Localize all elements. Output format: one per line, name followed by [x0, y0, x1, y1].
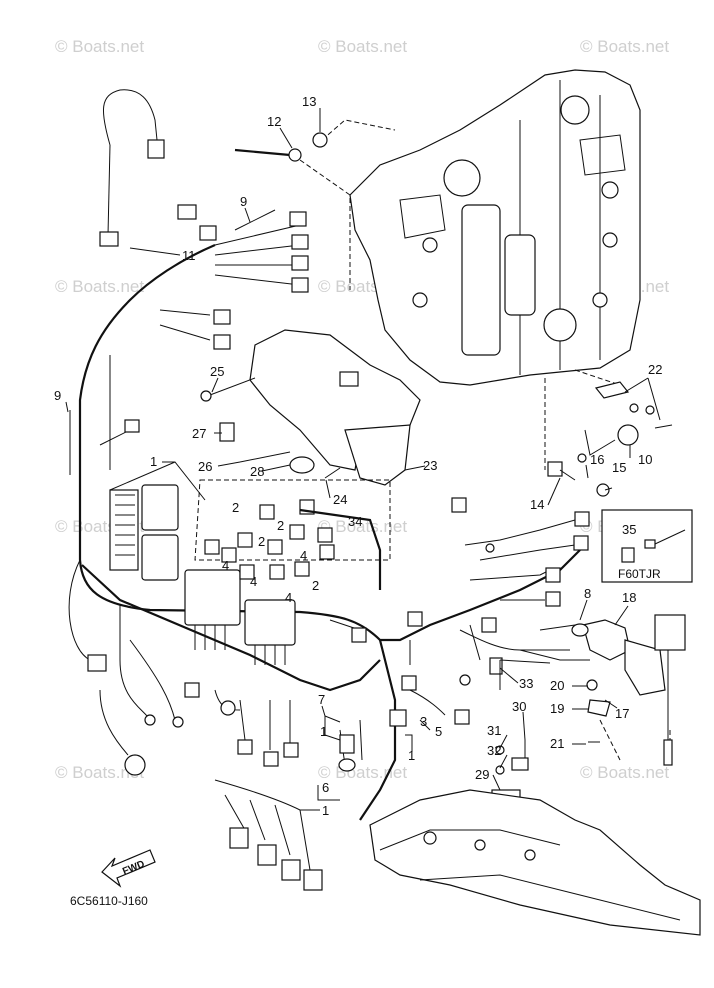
- engine-block: [349, 69, 641, 386]
- callout-32: 32: [487, 743, 501, 758]
- bracket-cover: [249, 329, 421, 486]
- callout-1: 1: [320, 724, 327, 739]
- hardware: [69, 132, 686, 805]
- callout-22: 22: [648, 362, 662, 377]
- callout-25: 25: [210, 364, 224, 379]
- callout-6: 6: [322, 780, 329, 795]
- callout-29: 29: [475, 767, 489, 782]
- callout-1: 1: [322, 803, 329, 818]
- callout-4: 4: [222, 558, 229, 573]
- callout-30: 30: [512, 699, 526, 714]
- callout-34: 34: [348, 514, 362, 529]
- callout-2: 2: [258, 534, 265, 549]
- wiring-harness: [68, 89, 590, 871]
- callout-33: 33: [519, 676, 533, 691]
- fwd-arrow-icon: FWD: [101, 849, 156, 888]
- callout-18: 18: [622, 590, 636, 605]
- watermark: © Boats.net: [318, 37, 407, 56]
- callout-8: 8: [584, 586, 591, 601]
- callout-leaders: [65, 108, 661, 801]
- callout-21: 21: [550, 736, 564, 751]
- callout-4: 4: [250, 574, 257, 589]
- callout-4: 4: [300, 548, 307, 563]
- inset-label: F60TJR: [618, 567, 661, 581]
- callout-2: 2: [232, 500, 239, 515]
- callout-3: 3: [420, 714, 427, 729]
- callout-26: 26: [198, 459, 212, 474]
- watermark: © Boats.net: [580, 763, 669, 782]
- callout-35: 35: [622, 522, 636, 537]
- watermark: © Boats.net: [318, 517, 407, 536]
- callout-1: 1: [150, 454, 157, 469]
- callout-14: 14: [530, 497, 544, 512]
- callout-31: 31: [487, 723, 501, 738]
- callout-9: 9: [240, 194, 247, 209]
- callout-15: 15: [612, 460, 626, 475]
- callout-5: 5: [435, 724, 442, 739]
- callout-2: 2: [277, 518, 284, 533]
- callout-numbers: 13 12 9 11 9 1 25 27 26 28 24 23 34 2 2 …: [54, 94, 662, 818]
- callout-1: 1: [408, 748, 415, 763]
- callout-12: 12: [267, 114, 281, 129]
- callout-10: 10: [638, 452, 652, 467]
- inset-box: 35 F60TJR: [601, 509, 693, 583]
- connectors: [87, 139, 590, 891]
- callout-17: 17: [615, 706, 629, 721]
- relays: [204, 499, 382, 590]
- callout-24: 24: [333, 492, 347, 507]
- callout-13: 13: [302, 94, 316, 109]
- callout-20: 20: [550, 678, 564, 693]
- callout-28: 28: [250, 464, 264, 479]
- callout-4: 4: [285, 590, 292, 605]
- watermark: © Boats.net: [55, 277, 144, 296]
- watermark: © Boats.net: [318, 763, 407, 782]
- bottom-cowling: [369, 789, 701, 936]
- callout-7: 7: [318, 692, 325, 707]
- callout-27: 27: [192, 426, 206, 441]
- diagram-code: 6C56110-J160: [70, 894, 148, 908]
- callout-11: 11: [182, 248, 196, 263]
- callout-23: 23: [423, 458, 437, 473]
- watermark: © Boats.net: [580, 37, 669, 56]
- callout-16: 16: [590, 452, 604, 467]
- watermark: © Boats.net: [55, 763, 144, 782]
- callout-2: 2: [312, 578, 319, 593]
- watermark: © Boats.net: [55, 37, 144, 56]
- ecu-units: [109, 484, 296, 665]
- callout-19: 19: [550, 701, 564, 716]
- callout-9: 9: [54, 388, 61, 403]
